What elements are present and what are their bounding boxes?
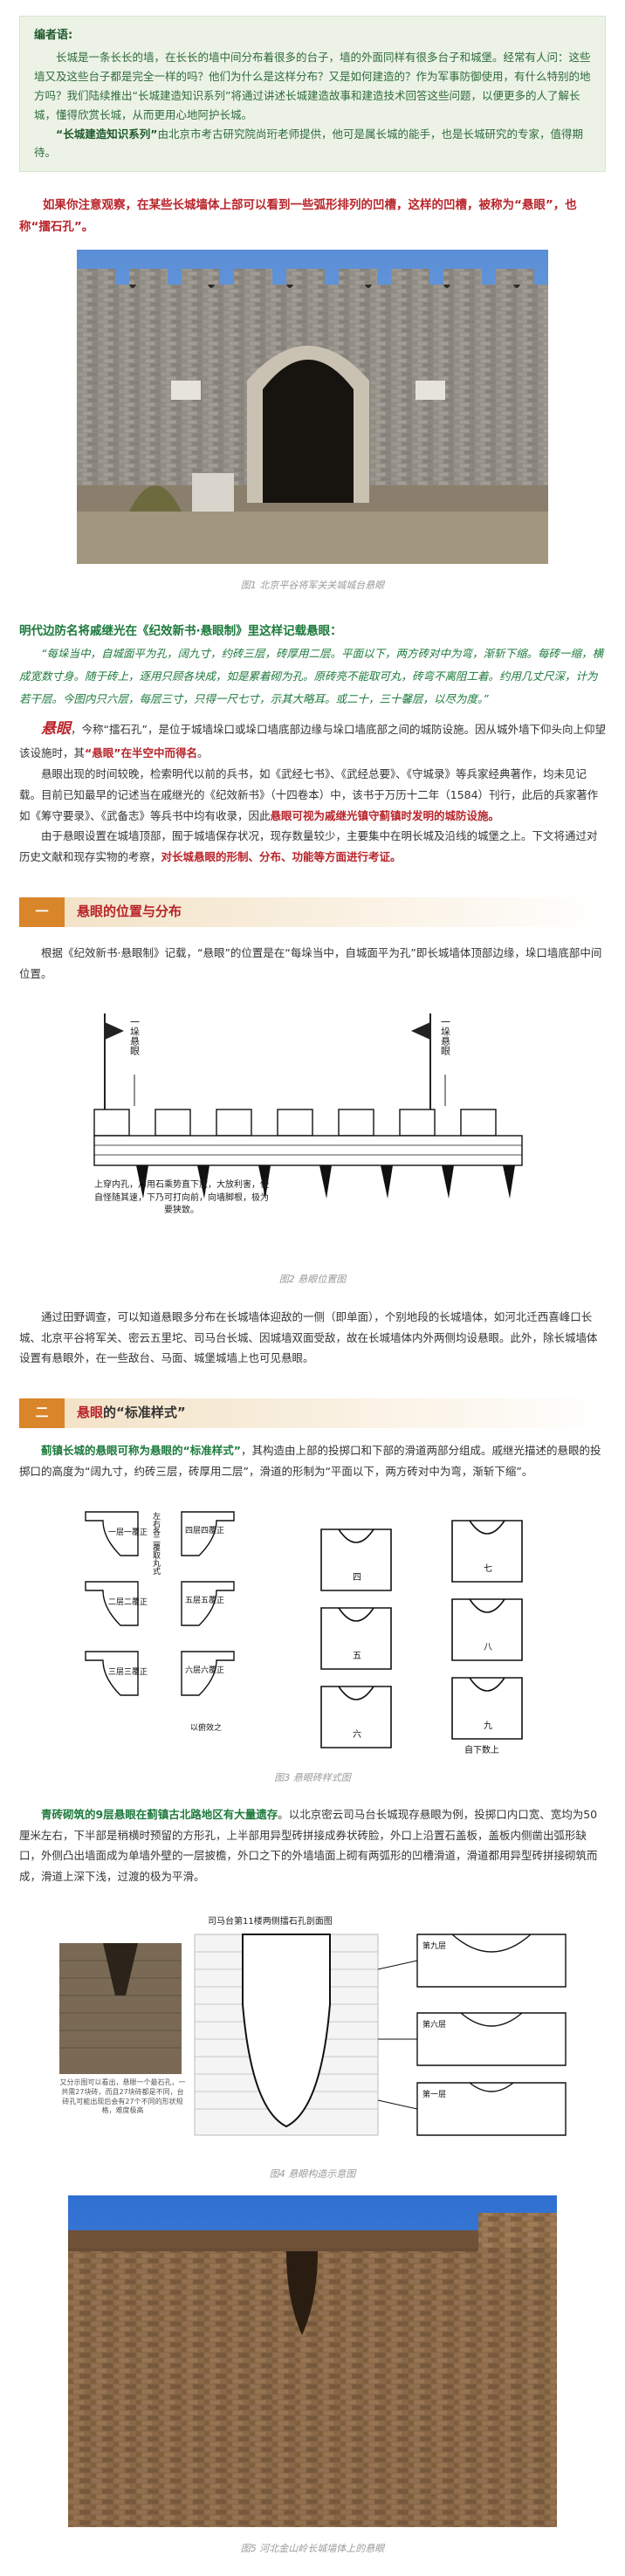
brick-label-4: 四层四覆正 <box>185 1526 224 1535</box>
section-2-highlight-1: 蓟镇长城的悬眼可称为悬眼的“标准样式” <box>41 1444 241 1458</box>
term-xuanyan: 悬眼 <box>41 720 71 738</box>
figure-3-caption: 图3 悬眼砖样式图 <box>274 1771 351 1783</box>
intro-paragraph: 由于悬眼设置在城墙顶部，囿于城墙保存状况，现存数量较少，主要集中在明长城及沿线的… <box>19 826 606 868</box>
section-2-title-rest: 的“标准样式” <box>103 1405 186 1421</box>
diagram-xuanyan-position: 一垛悬眼 一垛悬眼 上穿内孔 <box>86 996 539 1259</box>
section-2-paragraph-2: 青砖砌筑的9层悬眼在蓟镇古北路地区有大量遗存。以北京密云司马台长城现存悬眼为例，… <box>19 1804 606 1887</box>
figure-1: 图1 北京平谷将军关关城城台悬眼 <box>19 249 606 594</box>
brick-num-4: 四 <box>353 1573 361 1583</box>
figure-4-caption: 图4 悬眼构造示意图 <box>269 2168 356 2180</box>
brick-label-5: 五层五覆正 <box>185 1596 224 1605</box>
brick-left-note: 左右各二覆取丸式 <box>151 1510 161 1574</box>
section-2-title: 悬眼的“标准样式” <box>65 1398 606 1429</box>
layer-label-6: 第六层 <box>422 2019 446 2030</box>
brick-num-6: 六 <box>353 1729 361 1740</box>
editor-note-box: 编者语: 长城是一条长长的墙，在长长的墙中间分布着很多的台子，墙的外面同样有很多… <box>19 16 606 173</box>
section-drawing-title: 司马台第11楼两侧擂石孔剖面图 <box>208 1915 333 1927</box>
origin-paragraph: 悬眼出现的时间较晚，检索明代以前的兵书，如《武经七书》、《武经总要》、《守城录》… <box>19 764 606 826</box>
section-1-number: 一 <box>19 896 65 927</box>
diagram-label-right: 一垛悬眼 <box>440 1017 451 1056</box>
brick-num-9: 九 <box>484 1721 492 1731</box>
brick-label-2: 二层二覆正 <box>108 1597 148 1607</box>
editor-note-paragraph-1: 长城是一条长长的墙，在长长的墙中间分布着很多的台子，墙的外面同样有很多台子和城堡… <box>34 51 591 121</box>
section-2-paragraph-1: 蓟镇长城的悬眼可称为悬眼的“标准样式”，其构造由上部的投掷口和下部的滑道两部分组… <box>19 1440 606 1482</box>
section-1-paragraph-2: 通过田野调查，可以知道悬眼多分布在长城墙体迎敌的一侧（即单面），个别地段的长城墙… <box>19 1309 598 1365</box>
quote-intro-heading: 明代边防名将戚继光在《纪效新书·悬眼制》里这样记载悬眼： <box>19 624 342 639</box>
section-2-title-highlight: 悬眼 <box>77 1405 104 1421</box>
section-2-highlight-2: 青砖砌筑的9层悬眼在蓟镇古北路地区有大量遗存 <box>41 1807 278 1821</box>
article: 编者语: 长城是一条长长的墙，在长长的墙中间分布着很多的台子，墙的外面同样有很多… <box>0 16 625 2576</box>
origin-text: 悬眼出现的时间较晚，检索明代以前的兵书，如《武经七书》、《武经总要》、《守城录》… <box>19 767 599 822</box>
diagram-note: 上穿内孔，乃用石乘势直下放，大放利害，使自怪随其速，下乃可打向前，向墙脚根，极为… <box>94 1180 269 1216</box>
definition-end: 。 <box>196 746 209 760</box>
layer-label-1: 第一层 <box>422 2089 446 2099</box>
section-1-header: 一 悬眼的位置与分布 <box>19 896 606 927</box>
brick-num-5: 五 <box>353 1652 361 1661</box>
brick-num-7: 七 <box>484 1563 492 1574</box>
definition-paragraph: 悬眼，今称“擂石孔”，是位于城墙垛口或垛口墙底部边缘与垛口墙底部之间的城防设施。… <box>19 715 606 764</box>
editor-note-paragraph-2: “长城建造知识系列”由北京市考古研究院尚珩老师提供，他可是属长城的能手，也是长城… <box>34 125 591 163</box>
section-1-paragraph-1: 根据《纪效新书·悬眼制》记载，“悬眼”的位置是在“每垛当中，自城面平为孔”即长城… <box>19 945 602 980</box>
figure-5: 图5 河北金山岭长城墙体上的悬眼 <box>19 2195 606 2558</box>
brick-label-1: 一层一覆正 <box>108 1528 148 1537</box>
figure-5-caption: 图5 河北金山岭长城墙体上的悬眼 <box>240 2543 385 2555</box>
brick-num-8: 八 <box>484 1643 492 1652</box>
brick-label-3: 三层三覆正 <box>108 1667 148 1677</box>
figure-4: 又分示图可以看出，悬眼一个最石孔，一共需27块砖，而且27块砖都是不同，台砖孔可… <box>19 1899 606 2183</box>
photo-note: 又分示图可以看出，悬眼一个最石孔，一共需27块砖，而且27块砖都是不同，台砖孔可… <box>59 2078 186 2115</box>
figure-1-caption: 图1 北京平谷将军关关城城台悬眼 <box>240 579 385 591</box>
intro-highlight: 对长城悬眼的形制、分布、功能等方面进行考证。 <box>161 850 402 864</box>
definition-text: ，今称“擂石孔”，是位于城墙垛口或垛口墙底部边缘与垛口墙底部之间的城防设施。因从… <box>19 723 606 760</box>
section-2-header: 二 悬眼的“标准样式” <box>19 1398 606 1429</box>
brick-label-6: 六层六覆正 <box>185 1665 224 1675</box>
definition-highlight: “悬眼”在半空中而得名 <box>85 746 197 760</box>
section-2-number: 二 <box>19 1398 65 1429</box>
editor-note-credit: 由北京市考古研究院尚珩老师提供，他可是属长城的能手，也是长城研究的专家，值得期待… <box>34 127 583 160</box>
origin-highlight: 悬眼可视为戚继光镇守蓟镇时发明的城防设施。 <box>270 808 500 822</box>
editor-note-title: 编者语: <box>34 29 73 42</box>
section-2-text-2: 。以北京密云司马台长城现存悬眼为例，投掷口内口宽、宽均为50厘米左右，下半部是稍… <box>19 1807 598 1884</box>
section-2-text-1: ，其构造由上部的投掷口和下部的滑道两部分组成。戚继光描述的悬眼的投掷口的高度为“… <box>19 1444 601 1478</box>
section-1-title: 悬眼的位置与分布 <box>65 896 606 927</box>
diagram-brick-styles: 一层一覆正 二层二覆正 三层三覆正 四层四覆正 五层五覆正 六层六覆正 左右各二… <box>68 1494 557 1756</box>
photo-city-wall-gate <box>77 249 548 564</box>
diagram-label-left: 一垛悬眼 <box>129 1017 141 1056</box>
brick-mid-note: 以俯效之 <box>190 1722 222 1733</box>
historical-quote: “每垛当中，自城面平为孔，阔九寸，约砖三层，砖厚用二层。平面以下，两方砖对中为弯… <box>19 647 603 705</box>
figure-2-caption: 图2 悬眼位置图 <box>278 1274 347 1286</box>
brick-right-note: 自下数上 <box>464 1744 499 1755</box>
diagram-xuanyan-structure: 又分示图可以看出，悬眼一个最石孔，一共需27块砖，而且27块砖都是不同，台砖孔可… <box>51 1899 574 2153</box>
intro-text: 由于悬眼设置在城墙顶部，囿于城墙保存状况，现存数量较少，主要集中在明长城及沿线的… <box>19 829 598 864</box>
lead-paragraph: 如果你注意观察，在某些长城墙体上部可以看到一些弧形排列的凹槽，这样的凹槽，被称为… <box>19 198 577 234</box>
layer-label-9: 第九层 <box>422 1941 446 1951</box>
figure-3: 一层一覆正 二层二覆正 三层三覆正 四层四覆正 五层五覆正 六层六覆正 左右各二… <box>19 1494 606 1787</box>
photo-jinshanling-wall <box>68 2195 557 2528</box>
figure-2: 一垛悬眼 一垛悬眼 上穿内孔 <box>19 996 606 1288</box>
series-name: “长城建造知识系列” <box>56 127 158 141</box>
